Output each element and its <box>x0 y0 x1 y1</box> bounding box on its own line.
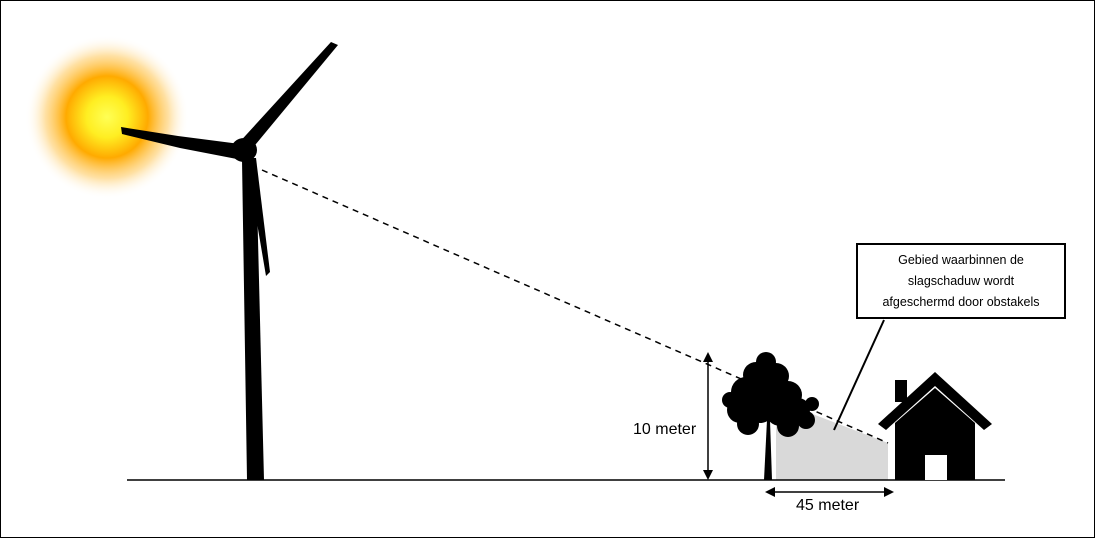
callout-line-1: Gebied waarbinnen de <box>898 253 1024 267</box>
sun-icon <box>25 35 189 199</box>
callout-line-2: slagschaduw wordt <box>907 274 1015 288</box>
shadow-ray-line <box>261 169 889 444</box>
height-dimension-arrow <box>703 352 713 480</box>
height-label: 10 meter <box>633 421 697 438</box>
callout-pointer <box>833 319 885 431</box>
wind-turbine-icon <box>121 42 338 480</box>
width-label: 45 meter <box>796 497 860 514</box>
callout-box: Gebied waarbinnen de slagschaduw wordt a… <box>856 243 1066 319</box>
width-dimension-arrow <box>765 487 894 497</box>
callout-line-3: afgeschermd door obstakels <box>882 295 1040 309</box>
house-icon <box>878 372 992 480</box>
tree-icon <box>722 352 819 480</box>
